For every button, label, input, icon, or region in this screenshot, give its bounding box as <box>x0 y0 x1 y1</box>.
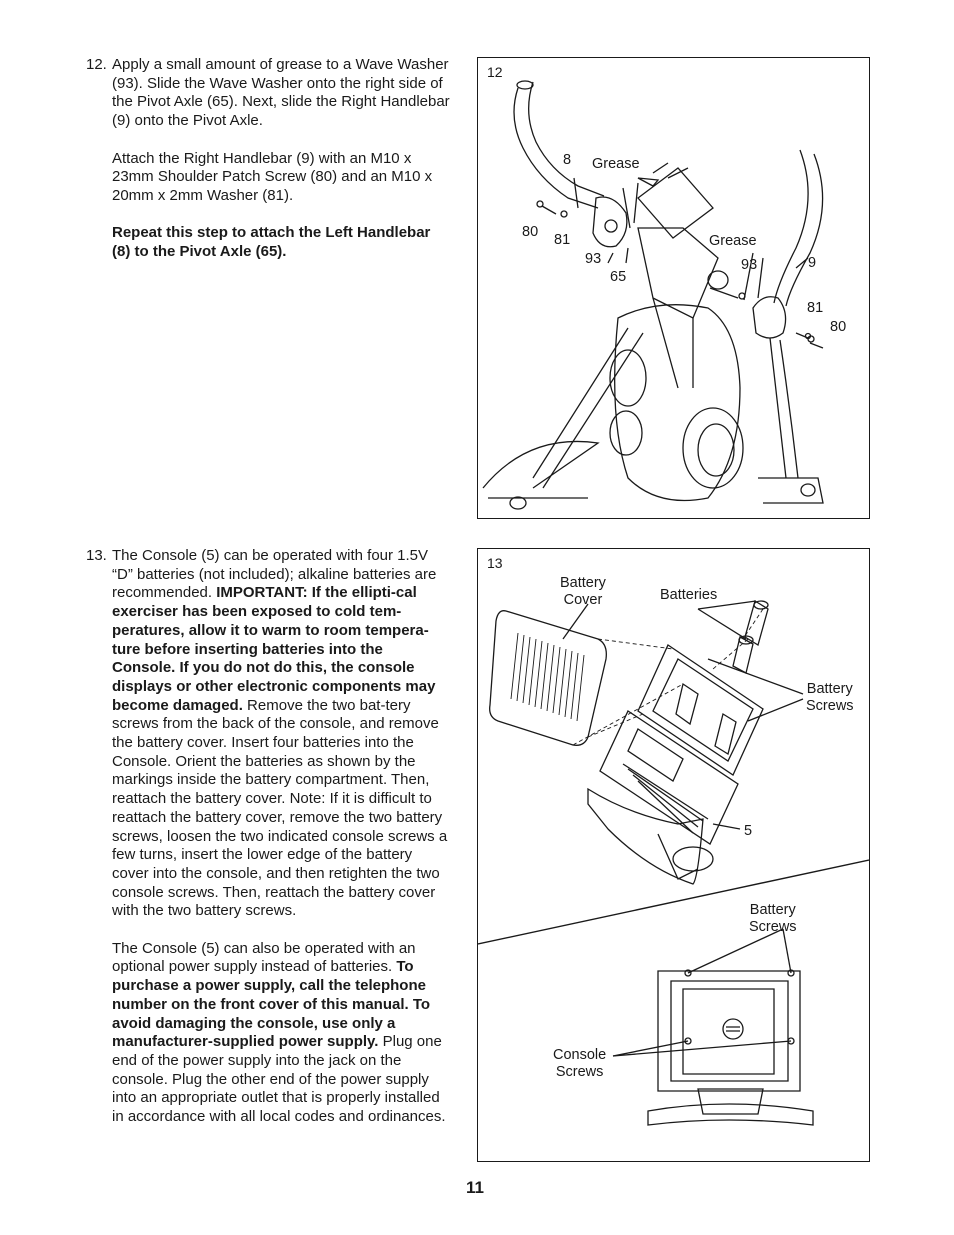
callout-text: Battery Cover <box>560 575 606 608</box>
callout-80: 80 <box>522 224 539 240</box>
step-body: Apply a small amount of grease to a Wave… <box>112 56 450 280</box>
text-run: The Console (5) can be operated with fou… <box>112 547 437 602</box>
power-supply-warning: To purchase a power supply, call the tel… <box>112 958 431 1051</box>
step-paragraph: Attach the Right Handlebar (9) with an M… <box>112 149 433 204</box>
step-number: 13. <box>86 547 107 564</box>
figure-number: 12 <box>487 64 503 80</box>
callout-battery-screws: Battery Screws <box>749 902 797 936</box>
step-bold-note: Repeat this step to attach the Left Hand… <box>112 224 431 260</box>
callout-battery-cover: Battery Cover <box>560 575 606 609</box>
step-paragraph: The Console (5) can be operated with fou… <box>112 547 450 921</box>
step-paragraph: Apply a small amount of grease to a Wave… <box>112 56 450 130</box>
callout-battery-screws: Battery Screws <box>806 681 854 715</box>
callout-grease: Grease <box>592 156 640 172</box>
callout-65: 65 <box>610 269 627 285</box>
callout-93: 93 <box>741 257 758 273</box>
callout-5: 5 <box>744 823 753 839</box>
callout-81: 81 <box>554 232 571 248</box>
figure-12: 12 <box>477 57 870 519</box>
callout-81: 81 <box>807 300 824 316</box>
callout-9: 9 <box>808 255 817 271</box>
handlebar-assembly-drawing <box>482 80 824 510</box>
step-paragraph: The Console (5) can also be operated wit… <box>112 940 450 1127</box>
callout-console-screws: Console Screws <box>553 1047 606 1081</box>
callout-80: 80 <box>830 319 847 335</box>
console-battery-drawing <box>478 599 869 1126</box>
callout-grease: Grease <box>709 233 757 249</box>
figure-number: 13 <box>487 555 503 571</box>
callout-text: Battery Screws <box>806 681 854 714</box>
figure-13: 13 <box>477 548 870 1162</box>
step-number: 12. <box>86 56 107 73</box>
step-body: The Console (5) can be operated with fou… <box>112 547 450 1145</box>
page-number: 11 <box>466 1178 484 1197</box>
callout-text: Console Screws <box>553 1047 607 1080</box>
text-run: Remove the two bat-tery screws from the … <box>112 696 448 920</box>
text-run: The Console (5) can also be operated wit… <box>112 939 416 976</box>
callout-8: 8 <box>563 152 572 168</box>
important-warning: IMPORTANT: If the ellipti-cal exerciser … <box>112 584 436 714</box>
text-run: Plug one end of the power supply into th… <box>112 1033 446 1126</box>
callout-batteries: Batteries <box>660 587 718 603</box>
callout-93: 93 <box>585 251 602 267</box>
callout-text: Battery Screws <box>749 902 797 935</box>
